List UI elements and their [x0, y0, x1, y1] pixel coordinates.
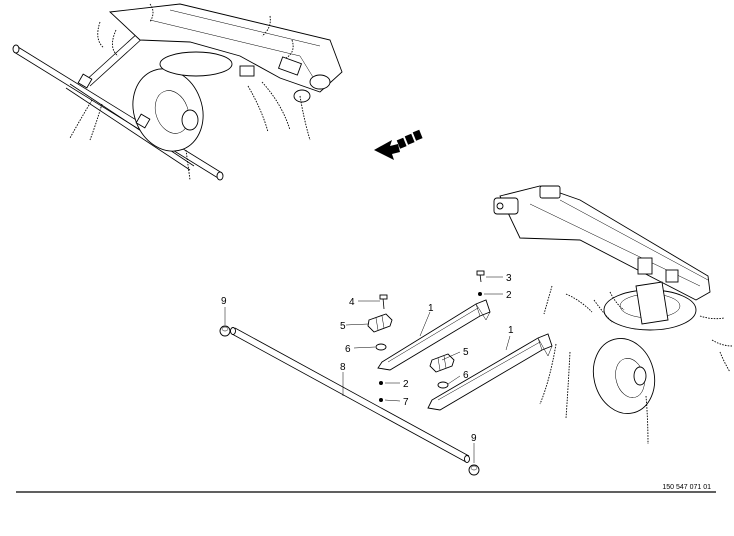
assembled-frame	[108, 3, 343, 103]
part-9-end-cap-left	[219, 325, 231, 337]
assembled-wheel	[132, 68, 204, 152]
part-7-pin	[379, 398, 383, 402]
part-9-end-cap-right	[468, 464, 480, 476]
part-4-bolt	[379, 294, 388, 310]
part-5-clamp-upper	[367, 313, 393, 333]
callout-9-left: 9	[221, 296, 227, 307]
assembled-tines	[69, 3, 311, 181]
part-8-tube	[230, 327, 470, 463]
callout-5-lower: 5	[463, 347, 469, 358]
part-1-tine-arm-upper	[377, 299, 491, 371]
callout-1-lower: 1	[508, 325, 514, 336]
callout-1-upper: 1	[428, 303, 434, 314]
callout-3: 3	[506, 273, 512, 284]
callout-6-upper: 6	[345, 344, 351, 355]
callout-5-upper: 5	[340, 321, 346, 332]
part-1-tine-arm-lower	[427, 333, 553, 411]
assembled-rotor	[159, 51, 233, 77]
right-frame	[493, 185, 711, 301]
part-6-washer-upper	[375, 343, 387, 351]
right-wheel	[592, 338, 656, 414]
assembled-rake-view	[12, 3, 343, 181]
right-tines	[539, 285, 733, 445]
callout-9-right: 9	[471, 433, 477, 444]
part-2-nut-lower	[379, 381, 383, 385]
callout-4: 4	[349, 297, 355, 308]
part-6-washer-lower	[437, 381, 449, 389]
travel-direction-arrow-icon	[374, 129, 423, 160]
callout-8: 8	[340, 362, 346, 373]
callouts: 9 4 5 6 1 3 2 1 5 6 8 2 7 9	[221, 273, 514, 444]
assembled-cross-bar	[12, 44, 224, 181]
right-rake-assembly	[493, 185, 733, 445]
part-3-bolt	[476, 270, 485, 283]
part-2-nut-upper	[478, 292, 482, 296]
callout-2-upper: 2	[506, 290, 512, 301]
callout-2-lower: 2	[403, 379, 409, 390]
document-number: 150 547 071 01	[662, 484, 711, 491]
leader-lines	[224, 276, 511, 463]
right-rotor-housing	[603, 281, 697, 331]
callout-7: 7	[403, 397, 409, 408]
part-5-clamp-lower	[429, 353, 455, 373]
callout-6-lower: 6	[463, 370, 469, 381]
